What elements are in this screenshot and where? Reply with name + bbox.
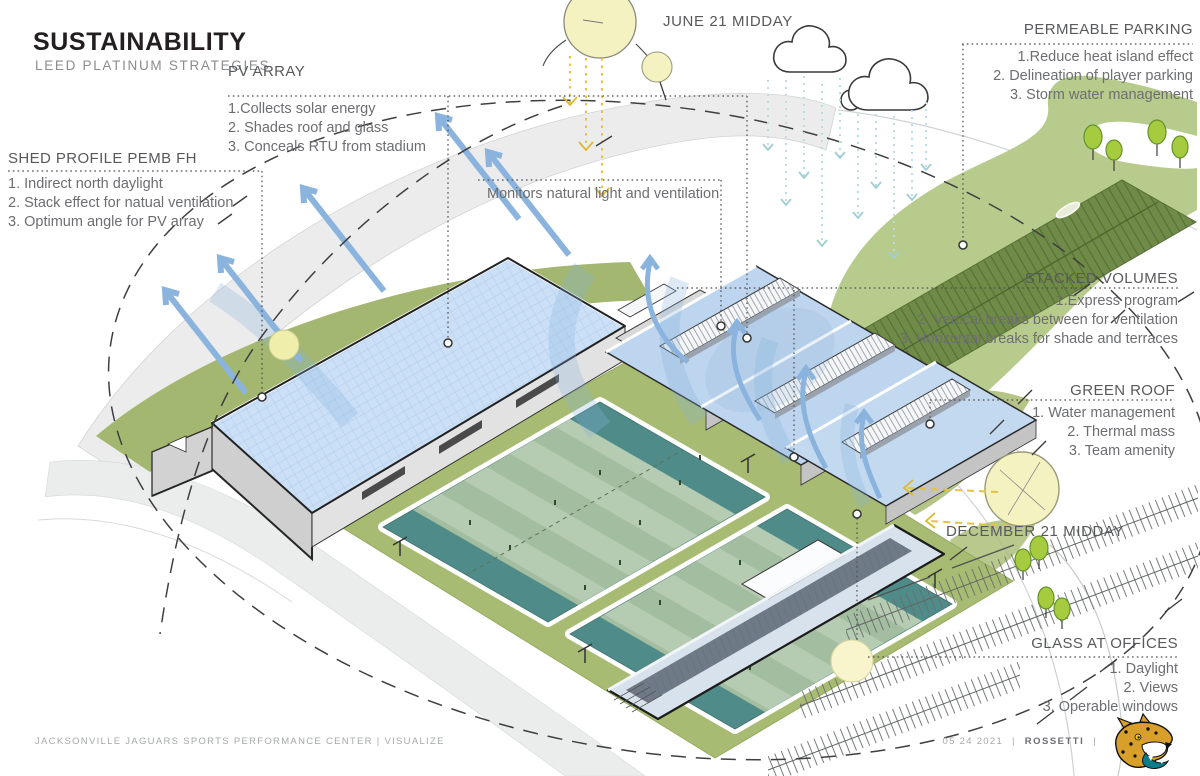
stack-effect-arrow-icons: [639, 253, 883, 500]
list-item: 1. Daylight: [1109, 661, 1178, 677]
office-building: [606, 523, 946, 721]
list-item: 3. Storm water management: [1010, 87, 1193, 103]
annotation-glass-at-offices-items: 1. Daylight 2. Views 3. Operable windows: [1043, 660, 1178, 717]
footer-firm: ROSSETTI: [1024, 736, 1085, 747]
sun-december-icon: [984, 451, 1060, 527]
list-item: 3. Operable windows: [1042, 699, 1178, 715]
annotation-glass-at-offices-title: GLASS AT OFFICES: [1031, 635, 1178, 652]
annotation-shed-profile-items: 1. Indirect north daylight 2. Stack effe…: [8, 175, 233, 232]
footer-date: 05 24 2021: [942, 736, 1004, 747]
annotation-green-roof-items: 1. Water management 2. Thermal mass 3. T…: [1032, 404, 1175, 461]
annotation-stacked-volumes-title: STACKED VOLUMES: [1024, 270, 1178, 287]
dotted-leaders: [8, 43, 1193, 658]
footer-separator: |: [1093, 736, 1097, 747]
rain-arrow-icons: [762, 76, 932, 260]
rtu-unit: [841, 378, 971, 459]
list-item: 1. Water management: [1032, 405, 1175, 421]
annotation-stacked-volumes-items: 1.Express program 2. Vertical breaks bet…: [900, 292, 1178, 349]
annotation-shed-profile-title: SHED PROFILE PEMB FH: [8, 150, 197, 167]
sun-june-icon: [542, 0, 657, 67]
footer-project-title: JACKSONVILLE JAGUARS SPORTS PERFORMANCE …: [35, 736, 445, 747]
annotation-permeable-parking-title: PERMEABLE PARKING: [1023, 21, 1193, 38]
sun-low-icon: [830, 639, 874, 683]
list-item: 3. Conceals RTU from stadium: [228, 139, 426, 155]
sun-small-icon: [641, 51, 673, 101]
list-item: 3. Optimum angle for PV array: [8, 214, 204, 230]
annotation-permeable-parking-items: 1.Reduce heat island effect 2. Delineati…: [993, 48, 1193, 105]
sun-arc-icon: [268, 329, 300, 361]
list-item: 1.Express program: [1055, 293, 1179, 309]
list-item: 3. Horizontal breaks for shade and terra…: [899, 331, 1178, 347]
stacked-volumes-wing: [604, 264, 1038, 525]
annotation-pv-array-items: 1.Collects solar energy 2. Shades roof a…: [228, 100, 426, 157]
annotation-green-roof-title: GREEN ROOF: [1070, 382, 1175, 399]
trees: [1014, 119, 1189, 629]
footer-credits: 05 24 2021 | ROSSETTI |: [943, 736, 1102, 747]
list-item: 3. Team amenity: [1068, 443, 1175, 459]
list-item: 2. Stack effect for natual ventilation: [8, 195, 234, 211]
list-item: 2. Views: [1123, 680, 1178, 696]
list-item: 2. Delineation of player parking: [993, 68, 1193, 84]
footer-separator: |: [1012, 736, 1016, 747]
list-item: 2. Thermal mass: [1067, 424, 1175, 440]
leader-dots: [257, 240, 968, 519]
tree-icon: [1083, 119, 1189, 171]
list-item: 2. Vertical breaks between for ventilati…: [917, 312, 1178, 328]
list-item: 1.Reduce heat island effect: [1017, 49, 1193, 65]
december-ray-icons: [902, 479, 1011, 529]
december-midday-label: DECEMBER 21 MIDDAY: [946, 523, 1125, 540]
list-item: 1.Collects solar energy: [228, 101, 376, 117]
fieldhouse-building: [151, 255, 626, 562]
list-item: 2. Shades roof and glass: [228, 120, 389, 136]
june-ray-icons: [562, 56, 610, 198]
pv-roof: [212, 258, 625, 513]
list-item: 1. Indirect north daylight: [8, 176, 163, 192]
field-north: [378, 397, 770, 627]
tree-icon: [1014, 535, 1071, 629]
cloud-icons: [772, 25, 929, 111]
page-title: SUSTAINABILITY: [33, 28, 247, 56]
june-midday-label: JUNE 21 MIDDAY: [663, 13, 793, 30]
permeable-parking-lot: [860, 179, 1198, 373]
monitors-callout: Monitors natural light and ventilation: [487, 186, 720, 202]
page-subtitle: LEED PLATINUM STRATEGIES: [35, 58, 271, 73]
annotation-pv-array-title: PV ARRAY: [228, 63, 306, 80]
jaguars-logo: [1115, 712, 1173, 769]
leader-ticks: [217, 135, 1195, 725]
